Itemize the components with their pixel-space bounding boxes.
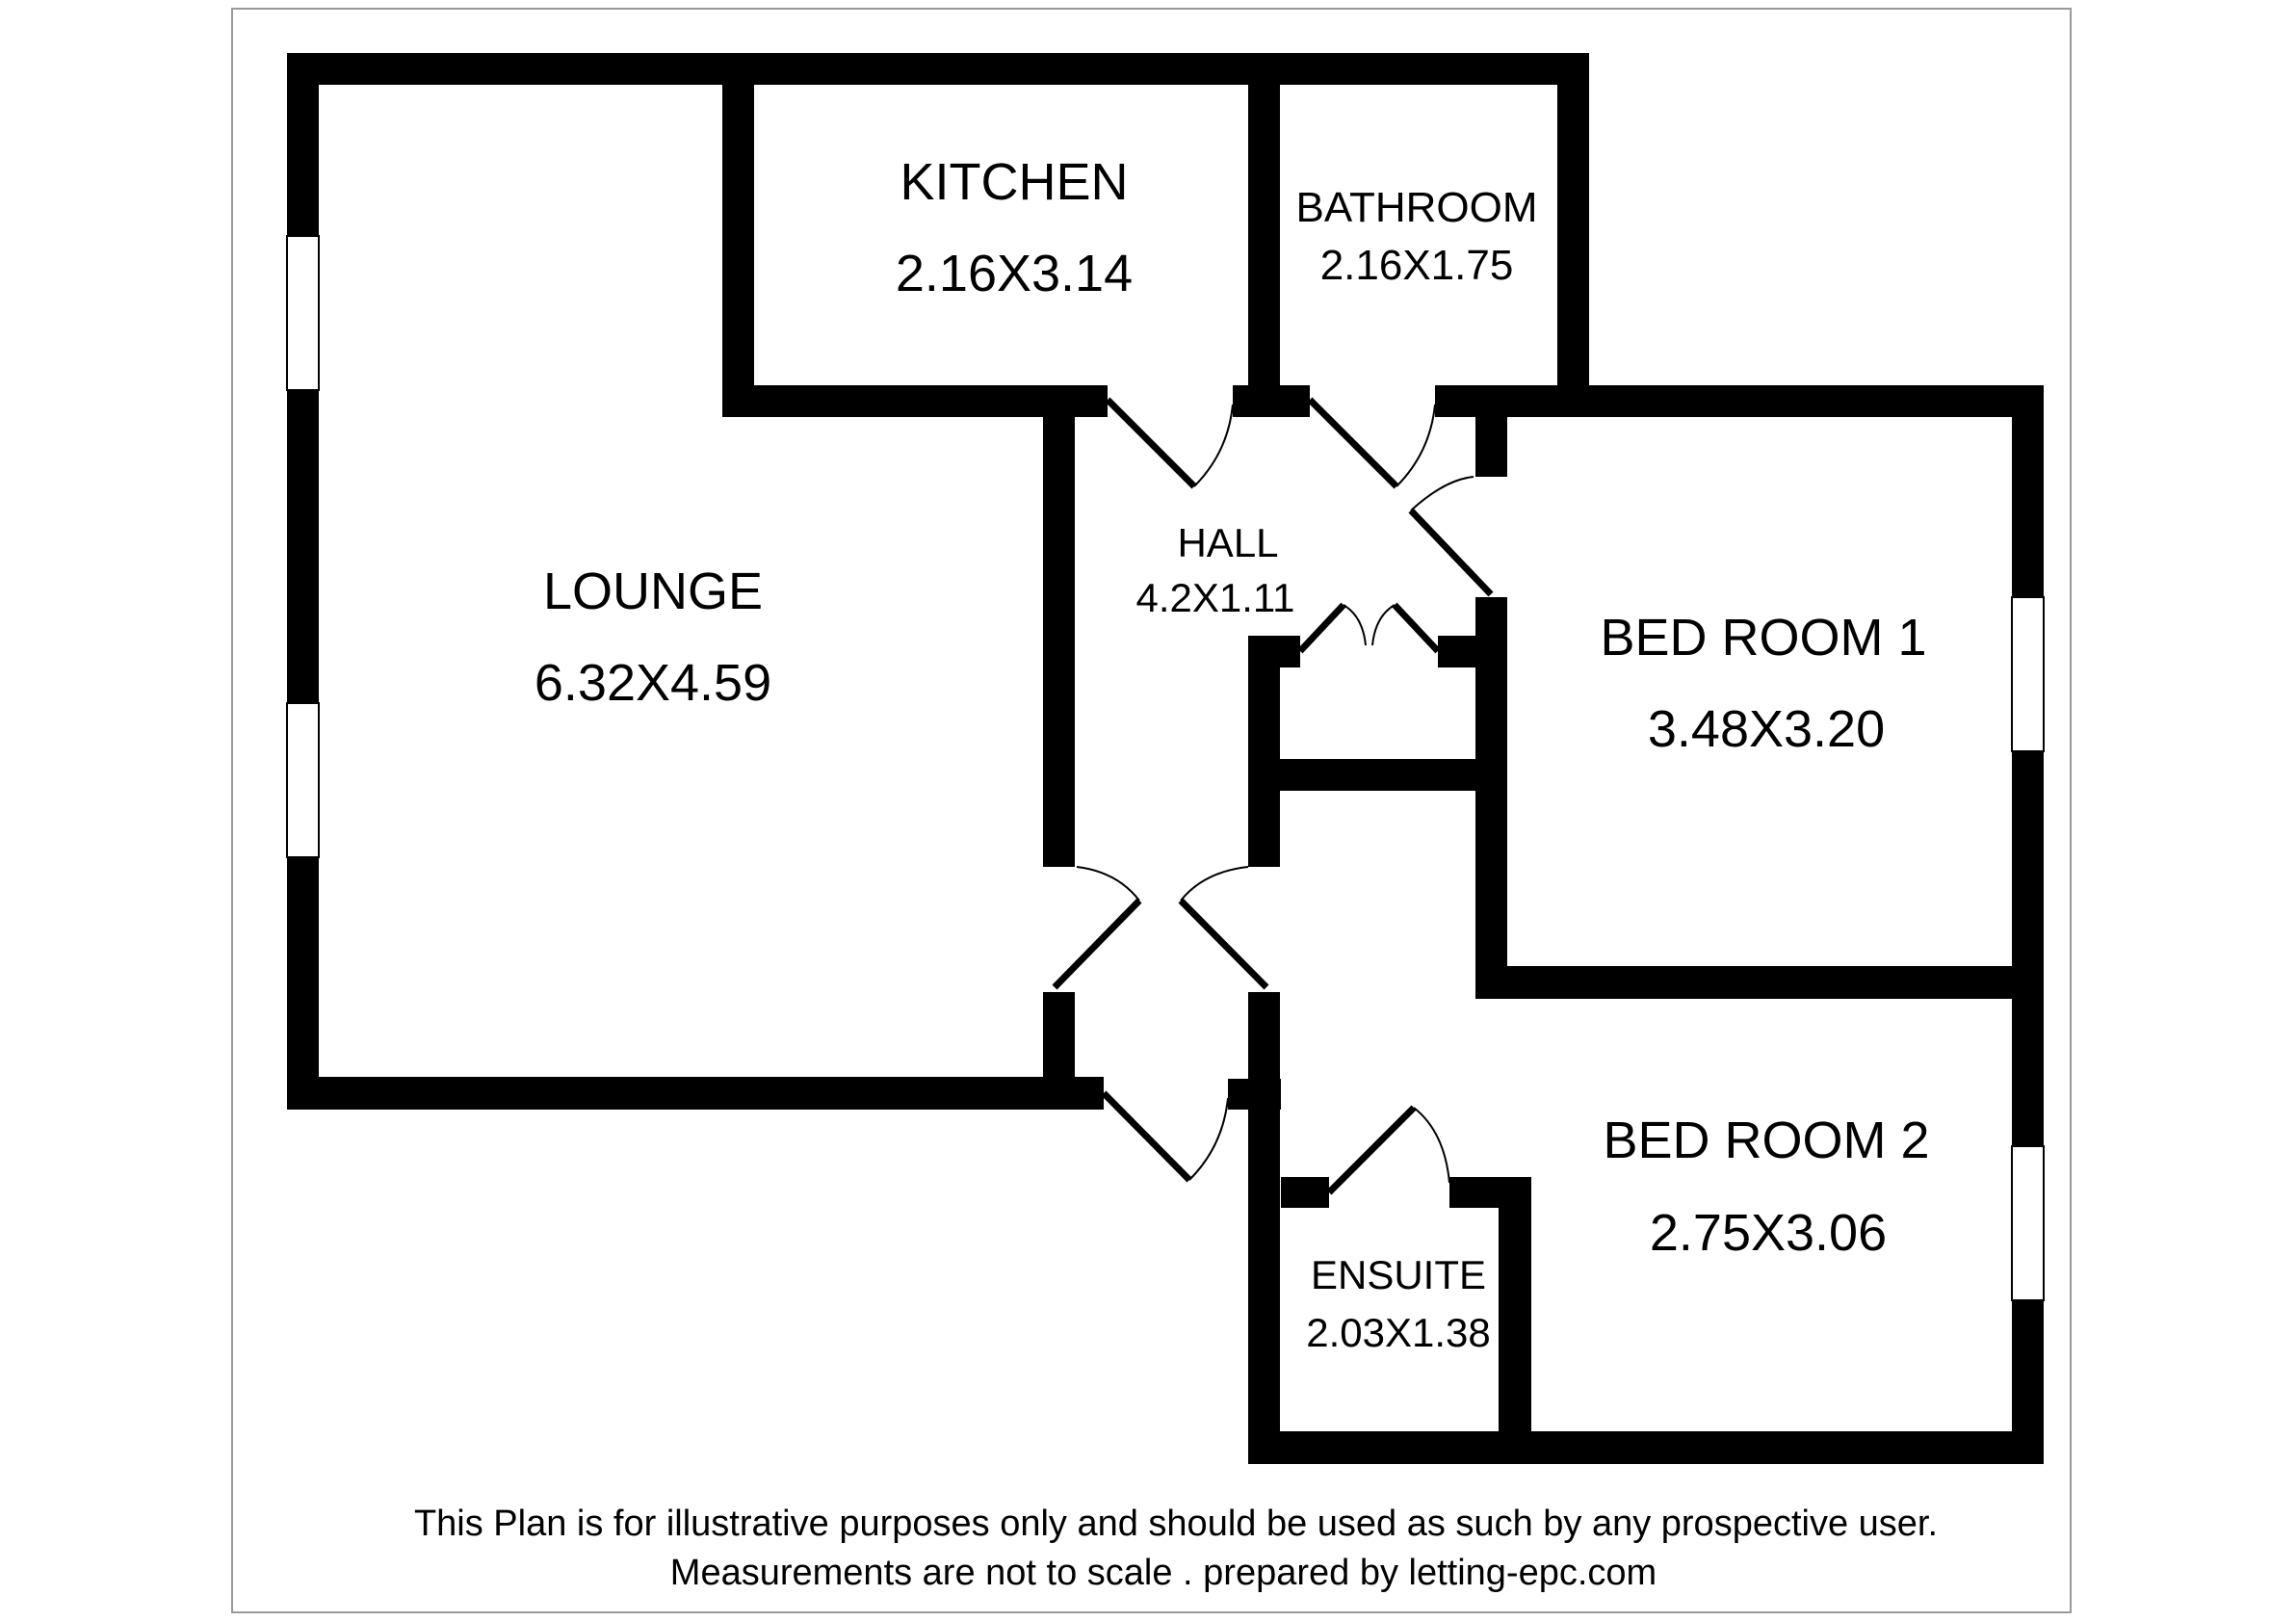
door-cupboard-right-swing — [1371, 604, 1396, 646]
wall-bed1-left-1 — [1475, 414, 1507, 477]
wall-lounge-bottom — [287, 1077, 1104, 1110]
door-bathroom-swing — [1396, 404, 1436, 487]
ensuite-size: 2.03X1.38 — [1306, 1310, 1491, 1355]
bedroom2-name: BED ROOM 2 — [1603, 1112, 1929, 1169]
window-lounge-2 — [286, 702, 320, 858]
wall-bed1-left-2 — [1475, 597, 1507, 992]
window-bed1 — [2011, 596, 2045, 752]
wall-bottom-outer — [1248, 1431, 2044, 1464]
wall-left-2 — [287, 390, 319, 703]
windows — [286, 235, 2045, 1301]
kitchen-name: KITCHEN — [900, 153, 1128, 211]
door-bed2-leaf — [1178, 898, 1269, 990]
bedroom1-size: 3.48X3.20 — [1648, 700, 1885, 758]
wall-hall-right-1 — [1248, 636, 1280, 867]
wall-right-2 — [2012, 751, 2044, 1146]
wall-front-stub — [1228, 1079, 1281, 1110]
door-ensuite-leaf — [1326, 1105, 1417, 1195]
door-kitchen-leaf — [1105, 397, 1197, 489]
wall-hall-left-1 — [1043, 414, 1075, 867]
door-cupboard-left-swing — [1343, 604, 1367, 646]
wall-cupboard-top-left — [1252, 636, 1300, 667]
door-bathroom-leaf — [1307, 397, 1399, 489]
door-bed1-leaf — [1408, 508, 1494, 597]
hall-name: HALL — [1177, 520, 1278, 565]
wall-hall-left-2 — [1043, 992, 1075, 1108]
doors — [1052, 397, 1494, 1195]
door-lounge-leaf — [1052, 898, 1142, 990]
wall-ensuite-top-left — [1281, 1177, 1329, 1208]
disclaimer-line-1: This Plan is for illustrative purposes o… — [414, 1504, 1938, 1544]
wall-hall-right-2 — [1248, 992, 1280, 1464]
wall-bath-bottom-left — [1233, 385, 1310, 417]
kitchen-size: 2.16X3.14 — [896, 245, 1133, 302]
wall-bath-right — [1557, 53, 1589, 417]
door-ensuite-swing — [1413, 1107, 1450, 1184]
door-front-leaf — [1101, 1090, 1192, 1183]
door-bed1-swing — [1410, 476, 1474, 511]
wall-top-outer — [287, 53, 1589, 85]
ensuite-name: ENSUITE — [1311, 1252, 1486, 1297]
wall-kitchen-bottom — [722, 385, 1108, 417]
wall-bed1-bottom — [1475, 966, 2044, 999]
window-lounge-1 — [286, 235, 320, 391]
bathroom-name: BATHROOM — [1296, 184, 1538, 231]
wall-ensuite-right — [1499, 1177, 1531, 1464]
bedroom1-name: BED ROOM 1 — [1600, 609, 1926, 667]
door-cupboard-left — [1297, 602, 1346, 654]
wall-cupboard-bottom — [1248, 759, 1484, 791]
lounge-name: LOUNGE — [543, 562, 763, 620]
wall-kitchen-bath — [1248, 53, 1280, 417]
bedroom2-size: 2.75X3.06 — [1650, 1204, 1887, 1262]
wall-kitchen-left — [722, 53, 754, 417]
window-bed2 — [2011, 1145, 2045, 1301]
door-cupboard-right — [1392, 602, 1441, 654]
wall-bed1-top — [1435, 385, 2044, 417]
wall-left-3 — [287, 857, 319, 1110]
lounge-size: 6.32X4.59 — [535, 654, 771, 712]
wall-left-1 — [287, 53, 319, 236]
door-kitchen-swing — [1193, 404, 1234, 487]
room-labels: LOUNGE 6.32X4.59 KITCHEN 2.16X3.14 BATHR… — [535, 153, 1930, 1355]
walls — [287, 53, 2044, 1464]
door-bed2-swing — [1180, 866, 1249, 902]
hall-size: 4.2X1.11 — [1135, 575, 1294, 620]
door-front-swing — [1188, 1097, 1229, 1181]
page-border — [231, 8, 2072, 1613]
disclaimer-line-2: Measurements are not to scale . prepared… — [670, 1553, 1657, 1593]
door-lounge-swing — [1076, 866, 1140, 902]
wall-right-1 — [2012, 385, 2044, 597]
bathroom-size: 2.16X1.75 — [1320, 242, 1514, 289]
